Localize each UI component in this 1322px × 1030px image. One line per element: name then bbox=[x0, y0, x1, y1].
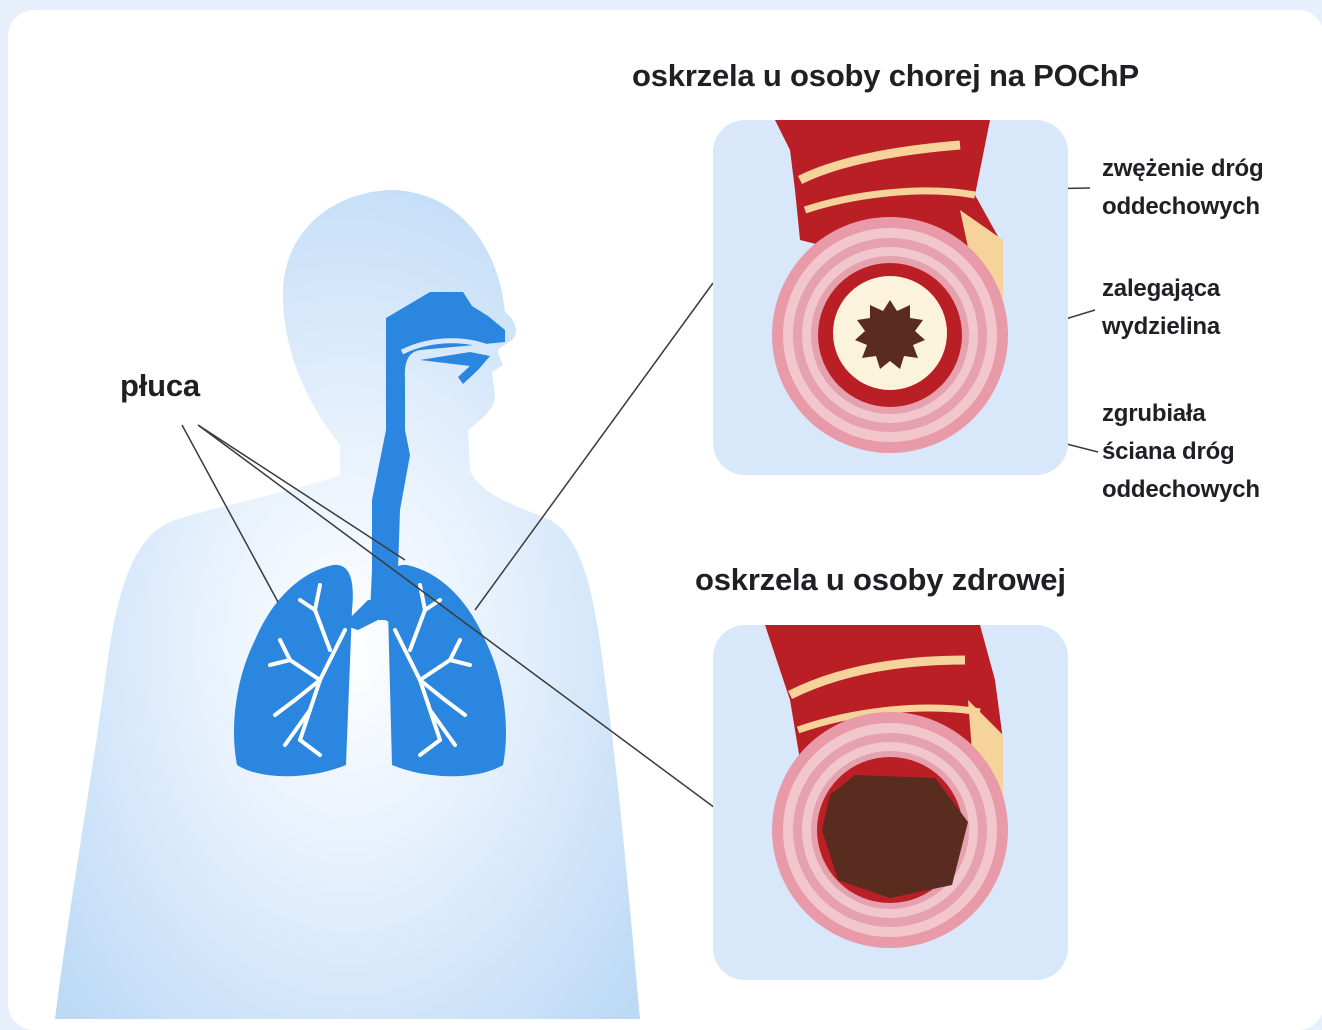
mucus-label-line: zalegająca bbox=[1102, 270, 1220, 308]
bronchus-sick-panel bbox=[713, 120, 1068, 475]
bronchus-cross-section-icon bbox=[772, 120, 1008, 453]
thick-wall-label-line: zgrubiała bbox=[1102, 395, 1260, 433]
bronchus-healthy-panel bbox=[713, 625, 1068, 980]
mucus-label: zalegająca wydzielina bbox=[1102, 270, 1220, 346]
healthy-bronchus-title: oskrzela u osoby zdrowej bbox=[695, 562, 1066, 598]
narrowing-label-line: zwężenie dróg bbox=[1102, 150, 1263, 188]
bronchus-cross-section-icon bbox=[765, 625, 1008, 948]
narrowing-label-line: oddechowych bbox=[1102, 188, 1263, 226]
mucus-label-line: wydzielina bbox=[1102, 308, 1220, 346]
sick-bronchus-title: oskrzela u osoby chorej na POChP bbox=[632, 58, 1139, 94]
thick-wall-label-line: ściana dróg bbox=[1102, 433, 1260, 471]
thick-wall-label: zgrubiała ściana dróg oddechowych bbox=[1102, 395, 1260, 509]
narrowing-label: zwężenie dróg oddechowych bbox=[1102, 150, 1263, 226]
thick-wall-label-line: oddechowych bbox=[1102, 471, 1260, 509]
lungs-label: płuca bbox=[120, 368, 200, 404]
